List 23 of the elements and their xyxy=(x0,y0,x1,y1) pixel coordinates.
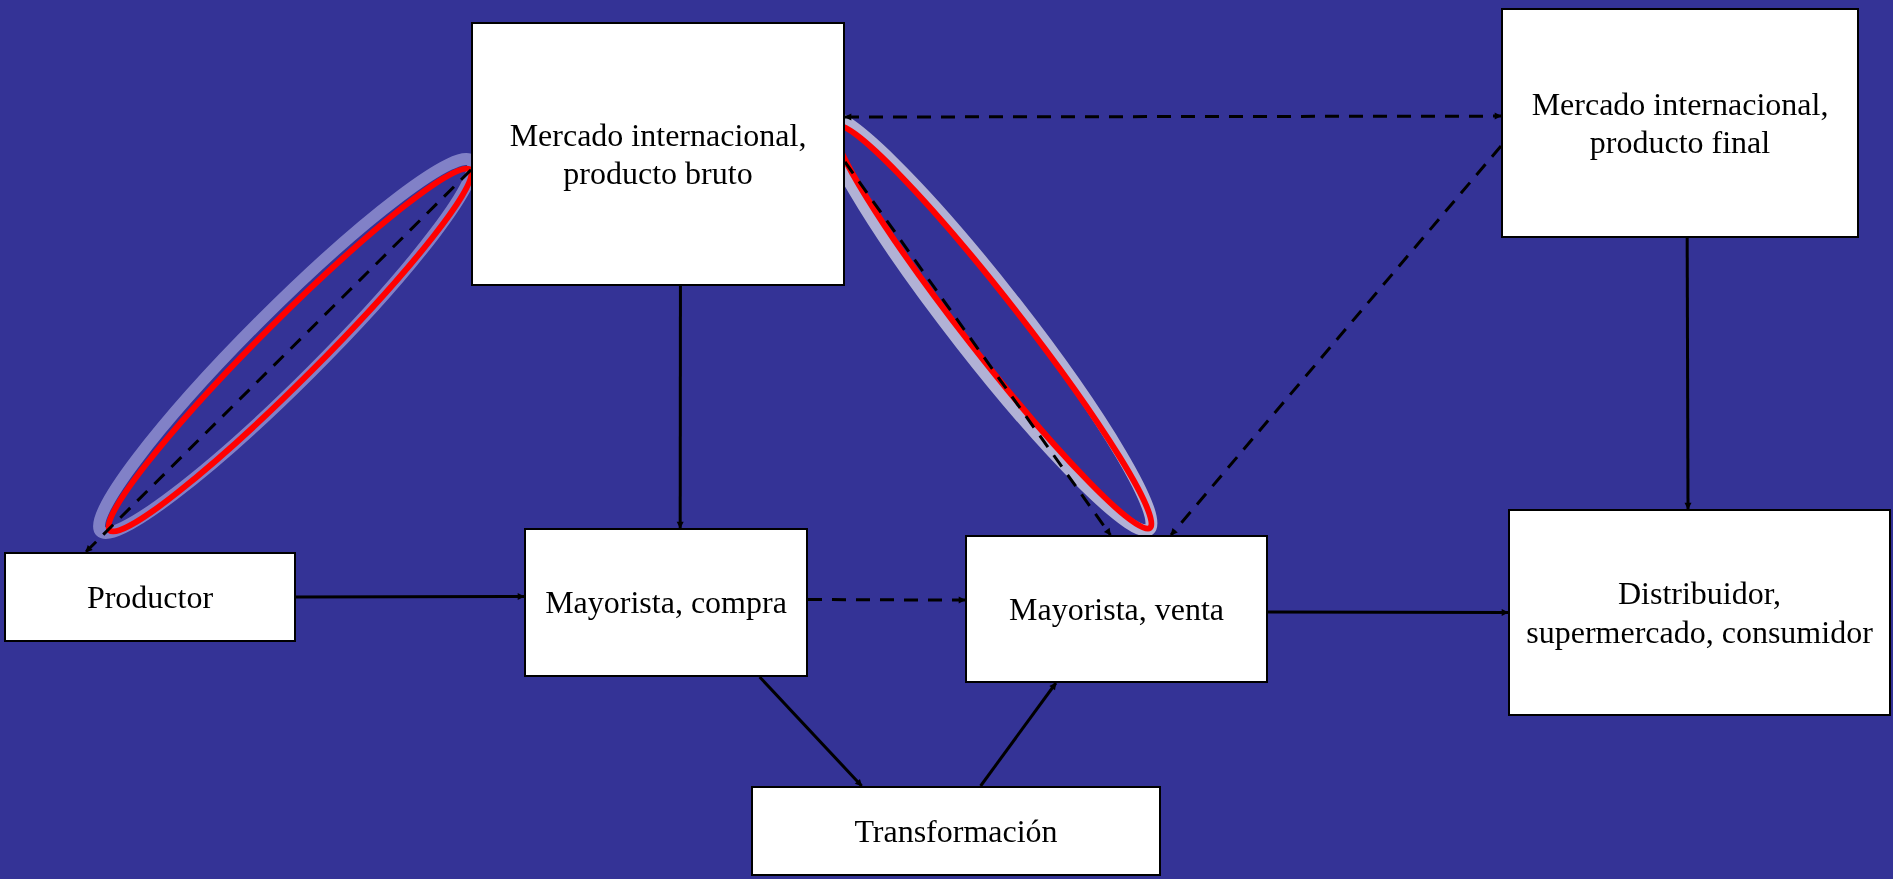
process-box xyxy=(471,22,845,286)
process-box xyxy=(524,528,808,677)
arrow xyxy=(1684,238,1692,510)
arrow xyxy=(676,286,684,529)
process-box xyxy=(4,552,296,642)
arrow xyxy=(296,593,525,601)
box-label: Productor xyxy=(86,577,214,617)
arrow xyxy=(979,682,1058,787)
box-label: Mayorista, compra xyxy=(545,583,787,622)
arrow xyxy=(808,596,966,604)
box-label: Mercado internacional, producto bruto xyxy=(508,115,808,193)
process-box xyxy=(1501,8,1859,238)
arrow xyxy=(1268,609,1509,616)
arrow xyxy=(758,675,863,788)
process-box xyxy=(1508,509,1891,716)
box-label: Distribuidor, supermercado, consumidor xyxy=(1525,574,1874,651)
process-box xyxy=(965,535,1268,683)
box-label: Transformación xyxy=(854,811,1058,851)
process-box xyxy=(751,786,1161,876)
box-label: Mayorista, venta xyxy=(1008,589,1224,629)
box-label: Mercado internacional, producto final xyxy=(1530,84,1830,162)
arrow xyxy=(1169,145,1503,536)
arrow xyxy=(844,112,1502,121)
